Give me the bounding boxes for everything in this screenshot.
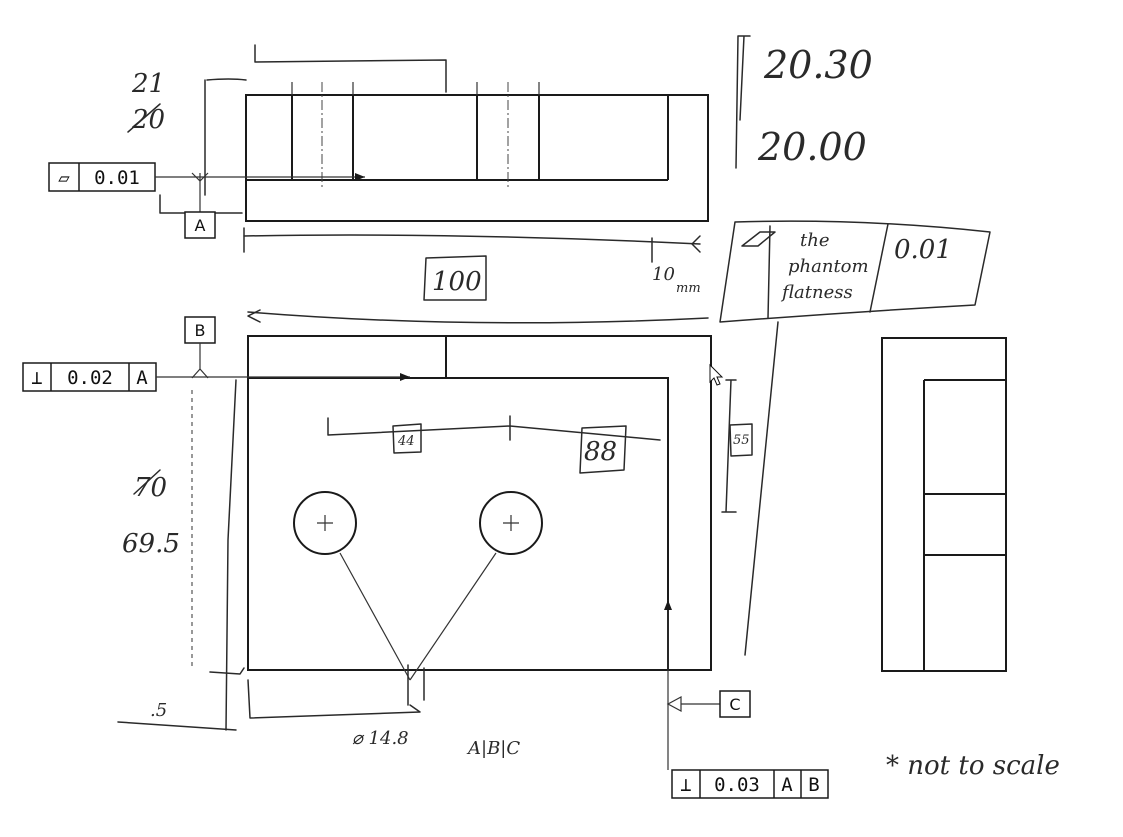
depth-dim: 10 [652, 264, 675, 285]
front-view [117, 309, 753, 731]
side-view-outline [881, 337, 1007, 672]
height-extension-top [206, 78, 247, 81]
perp-fcf-1-datum: A [136, 367, 148, 389]
dim-88: 88 [584, 437, 617, 467]
hole-2 [479, 491, 543, 555]
perp-fcf-2-frame [671, 769, 829, 799]
thickness-bracket [735, 35, 751, 169]
top-bracket-sketch [254, 44, 447, 93]
width-dim: 69.5 [122, 529, 180, 559]
front-view-outline [247, 335, 712, 671]
front-view-step [248, 377, 669, 670]
dim-55-line [721, 379, 737, 513]
flatness-fcf: ▱ 0.01 [48, 162, 365, 192]
note-line-3: flatness [780, 282, 853, 303]
perp-fcf-1-frame [22, 362, 157, 392]
arrow-cursor-icon [709, 363, 724, 386]
dim-88-box [579, 425, 627, 474]
flatness-icon: ▱ [58, 167, 70, 189]
front-length-dim-line [247, 311, 709, 324]
length-basic-box [423, 255, 487, 301]
datum-reference-note: A|B|C [466, 738, 520, 759]
width-struck: 70 [134, 473, 167, 503]
hole-diameter: ⌀ 14.8 [352, 728, 409, 749]
note-line-1: the [800, 230, 829, 251]
leader-arrow-icon [664, 600, 672, 610]
datum-a-label: A [195, 216, 206, 235]
perp-fcf-1-tolerance: 0.02 [67, 367, 113, 389]
hole-1 [293, 491, 357, 555]
length-dimension-line [243, 234, 701, 245]
length-dim: 100 [432, 267, 482, 297]
dim-55-box [729, 423, 753, 457]
dim-44-box [392, 423, 422, 454]
old-height-struck: 20 [131, 105, 165, 135]
old-height: 21 [131, 69, 165, 99]
datum-c-label: C [729, 695, 740, 714]
thickness-max: 20.30 [763, 43, 873, 87]
bottom-reference-line [117, 721, 237, 731]
scale-note: * not to scale [886, 751, 1060, 781]
perp-fcf-2-datum-a: A [781, 774, 793, 796]
dim-44: 44 [397, 434, 415, 449]
perp-fcf-1: ⊥ 0.02 A [22, 362, 410, 392]
note-tolerance: 0.01 [894, 235, 952, 265]
perp-fcf-2-tolerance: 0.03 [714, 774, 760, 796]
flatness-datum-plate [159, 194, 243, 214]
length-dim-arrow [691, 235, 701, 253]
datum-a-box [184, 211, 216, 239]
note-leader-line [744, 321, 779, 656]
hole-hidden-lines [291, 82, 540, 95]
hole-leader-ticks [407, 664, 425, 706]
depth-unit: mm [676, 281, 701, 296]
note-flatness-icon [741, 231, 776, 247]
datum-c-feature: C [664, 600, 751, 770]
bottom-dim-line [247, 679, 421, 719]
datum-c-box [719, 690, 751, 718]
offset-dim: .5 [150, 700, 167, 721]
phantom-flatness-note [719, 220, 991, 656]
side-view [881, 337, 1007, 672]
hole-leader-lines [339, 552, 497, 681]
perpendicularity-icon: ⊥ [680, 774, 691, 796]
datum-a-feature: A [184, 172, 216, 239]
width-dimension-line [225, 379, 237, 731]
top-view [159, 35, 751, 301]
note-line-2: phantom [788, 256, 869, 277]
note-box [719, 220, 991, 323]
leader-arrow-icon [355, 173, 365, 181]
handwritten-annotations: 20.30 20.00 21 20 100 10 mm the phantom … [122, 43, 1060, 781]
flatness-tolerance: 0.01 [94, 167, 140, 189]
hole-center-marks [317, 515, 519, 531]
datum-b-feature: B [184, 316, 216, 379]
dim-55: 55 [733, 433, 750, 448]
perp-fcf-2-datum-b: B [808, 774, 819, 796]
leader-arrow-icon [400, 373, 410, 381]
perpendicularity-icon: ⊥ [31, 367, 42, 389]
thickness-min: 20.00 [757, 125, 867, 169]
perp-fcf-2: ⊥ 0.03 A B [671, 769, 829, 799]
hole-spacing-dim-line [327, 417, 661, 441]
flatness-fcf-frame [48, 162, 156, 192]
datum-b-label: B [195, 321, 206, 340]
